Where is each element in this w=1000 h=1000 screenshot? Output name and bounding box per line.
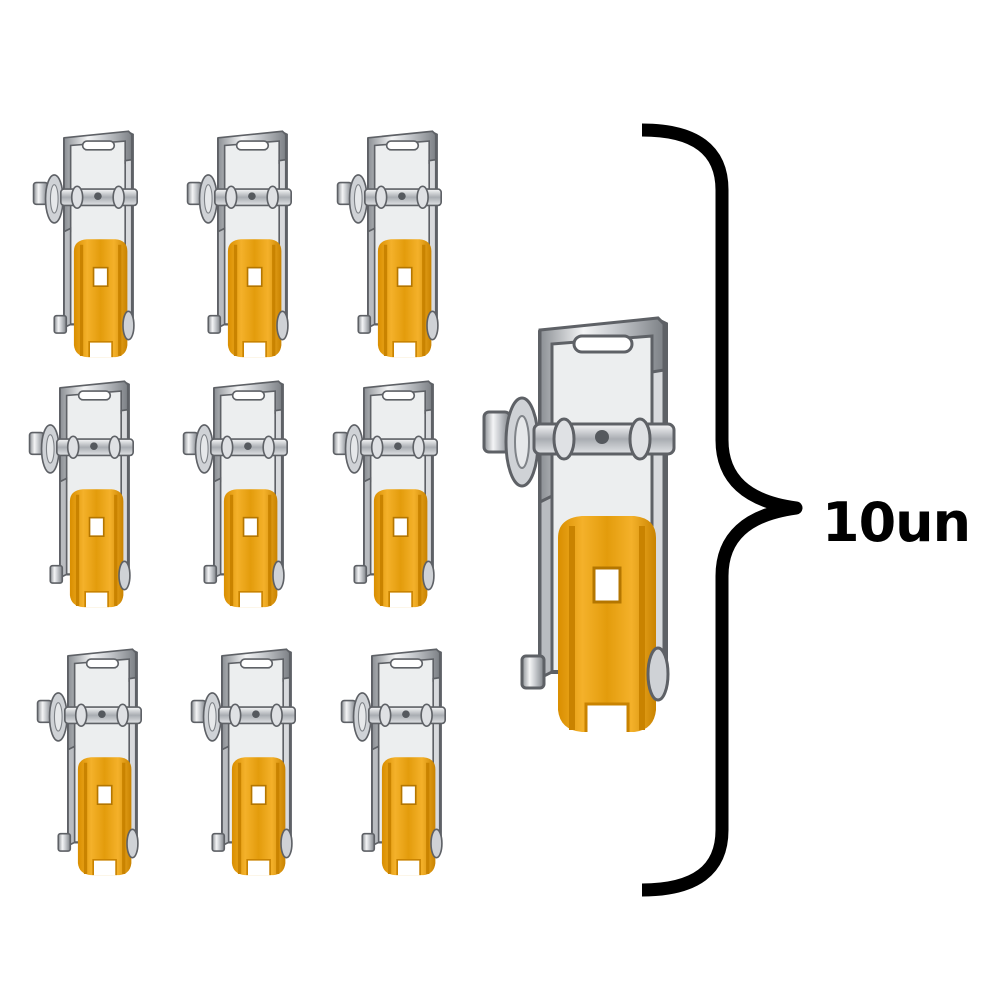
pulley-small-2 <box>176 128 306 368</box>
pulley-small-7 <box>26 646 156 886</box>
pulley-small-3 <box>326 128 456 368</box>
pulley-small-6 <box>322 378 452 618</box>
pulley-icon <box>322 378 452 618</box>
quantity-label: 10un <box>822 491 971 554</box>
pulley-icon <box>176 128 306 368</box>
pulley-small-1 <box>22 128 152 368</box>
pulley-icon <box>172 378 302 618</box>
pulley-icon <box>330 646 460 886</box>
pulley-small-4 <box>18 378 148 618</box>
pulley-icon <box>26 646 156 886</box>
pulley-small-9 <box>330 646 460 886</box>
curly-brace-icon <box>641 123 803 897</box>
pulley-icon <box>180 646 310 886</box>
pulley-small-8 <box>180 646 310 886</box>
pulley-small-5 <box>172 378 302 618</box>
pulley-icon <box>326 128 456 368</box>
pulley-icon <box>18 378 148 618</box>
pulley-icon <box>22 128 152 368</box>
